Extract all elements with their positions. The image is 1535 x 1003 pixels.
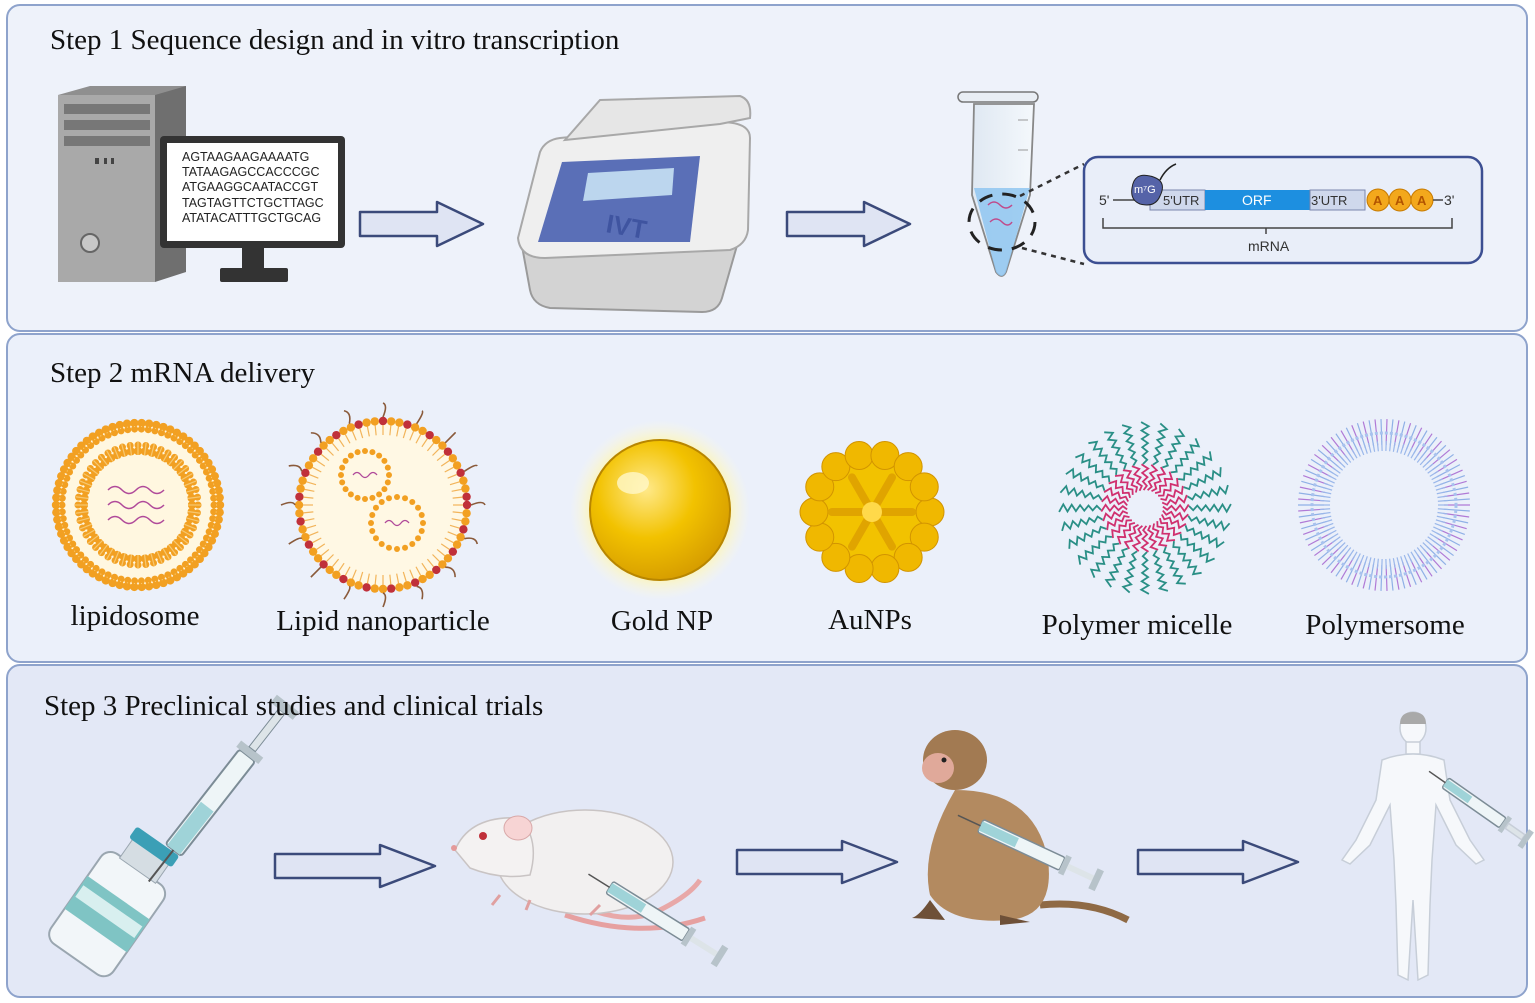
polya-a2: A [1395, 193, 1405, 208]
aunps-icon [799, 440, 945, 584]
step3-panel [6, 664, 1528, 998]
ivt-label: IVT [604, 208, 649, 245]
cap-label: m⁷G [1134, 184, 1156, 196]
mouse-icon [451, 809, 729, 968]
human-figure-icon [1340, 711, 1534, 982]
polymersome-icon [1298, 419, 1470, 591]
arrow-vial-to-mouse [273, 843, 437, 889]
sequence-text: AGTAAGAAGAAAATG TATAAGAGCCACCCGC ATGAAGG… [182, 150, 324, 226]
carrier-label-lipidosome: lipidosome [70, 600, 200, 632]
step2-title: Step 2 mRNA delivery [50, 357, 316, 389]
polya-a3: A [1417, 193, 1427, 208]
ivt-machine-icon: IVT [516, 94, 752, 314]
arrow-mouse-to-monkey [735, 839, 899, 885]
three-prime-label: 3' [1444, 192, 1454, 208]
carrier-label-polymer-micelle: Polymer micelle [1041, 609, 1233, 641]
sequence-line: AGTAAGAAGAAAATG [182, 150, 310, 164]
lipid-nanoparticle-icon [280, 402, 486, 608]
lipidosome-icon [51, 418, 225, 592]
arrow-seq-to-ivt [358, 200, 485, 248]
sequence-line: TATAAGAGCCACCCGC [182, 165, 320, 180]
carrier-label-aunps: AuNPs [828, 604, 912, 636]
arrow-ivt-to-tube [785, 200, 912, 248]
sequence-line: ATGAAGGCAATACCGT [182, 180, 319, 195]
sequence-line: ATATACATTTGCTGCAG [182, 210, 322, 225]
mrna-structure-diagram: 5' m⁷G 5'UTR ORF 3'UTR A A A 3' mRNA [1082, 155, 1484, 265]
test-tube-icon [957, 91, 1085, 277]
step1-title: Step 1 Sequence design and in vitro tran… [50, 24, 620, 56]
monitor-icon [160, 136, 345, 282]
vial-syringe-icon [48, 694, 299, 978]
step2-panel [6, 333, 1528, 663]
gold-np-icon [570, 420, 750, 600]
orf-label: ORF [1242, 192, 1272, 208]
polya-a1: A [1373, 193, 1383, 208]
step3-title: Step 3 Preclinical studies and clinical … [44, 690, 544, 722]
mrna-label: mRNA [1248, 238, 1290, 254]
monkey-icon [912, 730, 1130, 925]
arrow-monkey-to-human [1136, 839, 1300, 885]
carrier-label-lnp: Lipid nanoparticle [276, 605, 490, 637]
sequence-line: TAGTAGTTCTGCTTAGC [182, 195, 324, 210]
utr3-label: 3'UTR [1311, 193, 1347, 208]
carrier-label-gold-np: Gold NP [610, 605, 714, 637]
carrier-label-polymersome: Polymersome [1305, 609, 1465, 641]
polymer-micelle-icon [1058, 421, 1232, 595]
five-prime-label: 5' [1099, 192, 1109, 208]
utr5-label: 5'UTR [1163, 193, 1199, 208]
